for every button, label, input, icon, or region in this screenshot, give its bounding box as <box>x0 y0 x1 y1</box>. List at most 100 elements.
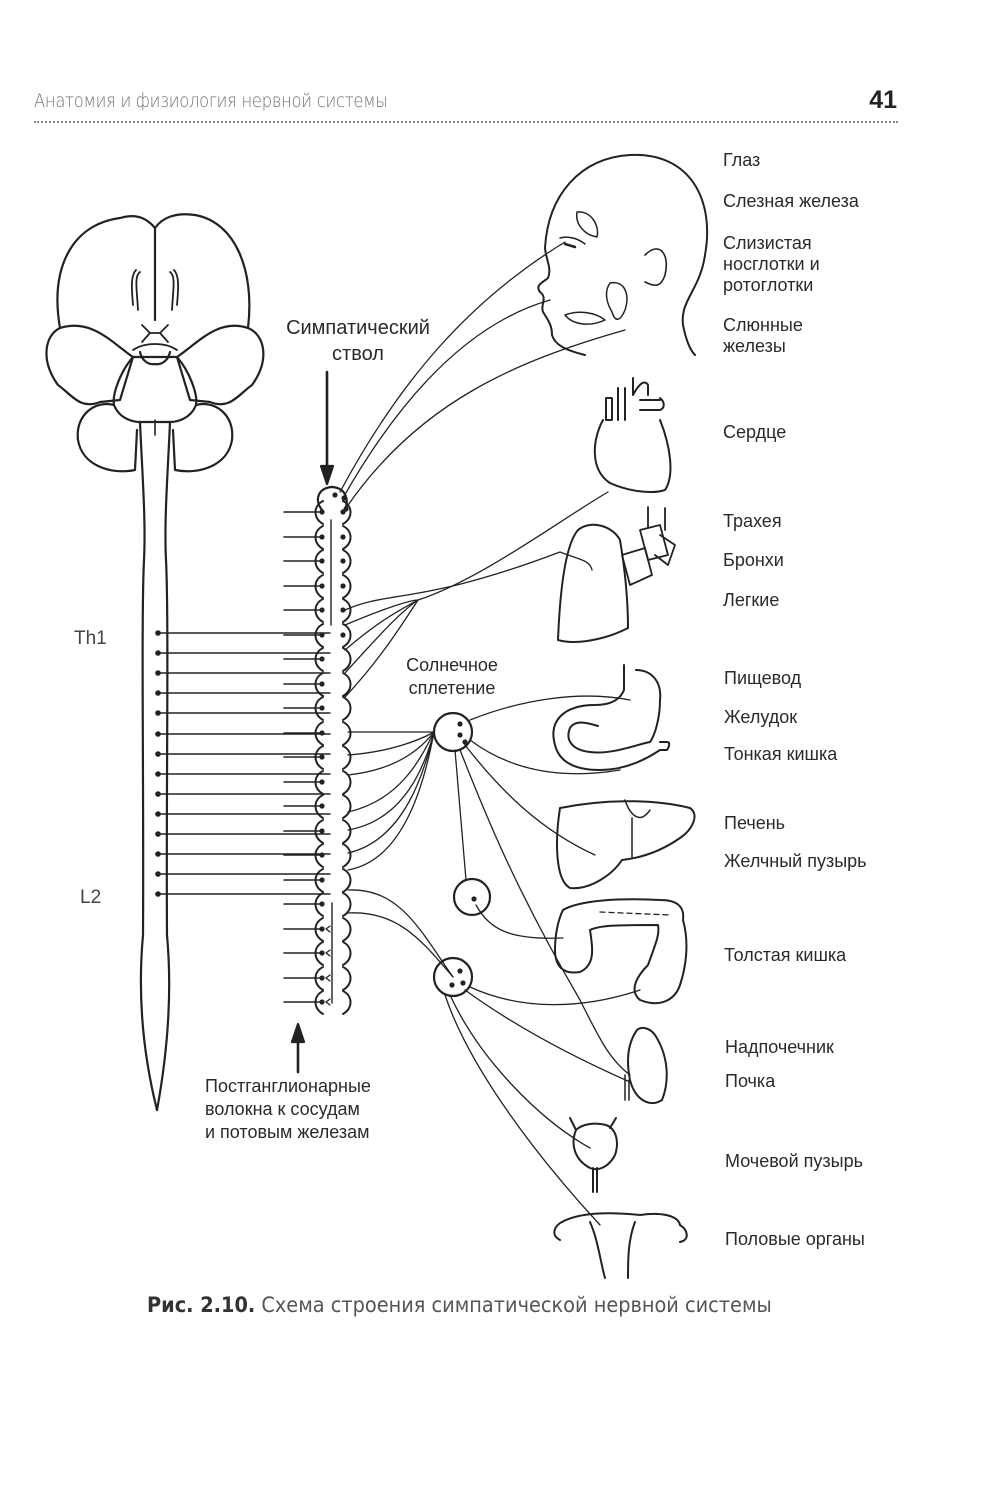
sympathetic-chain <box>283 485 352 1015</box>
ganglion-neuron-dot <box>332 492 338 498</box>
organ-label-bronchi: Бронхи <box>723 550 784 570</box>
organ-label-trachea: Трахея <box>723 511 782 531</box>
sympathetic-trunk-label: Симпатический ствол <box>268 315 448 367</box>
lung <box>557 523 629 643</box>
ganglion-neuron-dot <box>319 803 325 809</box>
ganglion-right-lobe <box>342 868 352 893</box>
ganglion-neuron-dot <box>319 950 325 956</box>
cerebellum-left <box>76 402 139 473</box>
organ-label-salivary-line2: железы <box>723 336 786 356</box>
ganglion-right-lobe <box>342 770 352 795</box>
organ-label-genitals: Половые органы <box>725 1229 865 1249</box>
mesenteric-ganglion-superior <box>452 877 492 917</box>
synapse-fork <box>325 974 331 982</box>
synapse-fork <box>325 949 331 957</box>
ganglion-right-lobe <box>342 696 352 721</box>
ganglion-neuron-dot <box>340 583 346 589</box>
ganglion-neuron-dot <box>319 999 325 1005</box>
figure-caption-prefix: Рис. 2.10. <box>147 1293 256 1317</box>
spinal-level-l2: L2 <box>80 887 102 908</box>
organ-label-gallbladder: Желчный пузырь <box>724 851 867 871</box>
postganglionic-label: Постганглионарные волокна к сосудам и по… <box>205 1075 371 1144</box>
ganglion-neuron-dot <box>319 828 325 834</box>
figure-caption: Рис. 2.10. Схема строения симпатической … <box>147 1293 772 1317</box>
ganglion-right-lobe <box>342 966 352 991</box>
ganglion-right-lobe <box>342 941 352 966</box>
organ-label-salivary: Слюнные железы <box>723 315 803 357</box>
postganglionic-label-line3: и потовым железам <box>205 1122 370 1142</box>
lacrimal-gland <box>576 211 599 238</box>
brain <box>45 213 265 473</box>
cerebrum <box>56 213 251 330</box>
organ-label-adrenal: Надпочечник <box>725 1037 834 1057</box>
ganglion-neuron-dot <box>340 607 346 613</box>
figure-caption-text: Схема строения симпатической нервной сис… <box>261 1293 772 1317</box>
heart <box>593 377 672 493</box>
sympathetic-trunk-label-line1: Симпатический <box>286 317 430 339</box>
ganglion-right-lobe <box>342 917 352 942</box>
organ-label-large-intestine: Толстая кишка <box>724 945 847 965</box>
ganglion-right-lobe <box>342 721 352 746</box>
synapse-fork <box>325 998 331 1006</box>
parotid-gland <box>605 281 628 320</box>
ganglion-right-lobe <box>342 819 352 844</box>
ganglion-neuron-dot <box>319 558 325 564</box>
header-divider <box>34 121 898 125</box>
ganglion-neuron-dot <box>319 877 325 883</box>
organ-label-lacrimal: Слезная железа <box>723 191 859 211</box>
ganglion-right-lobe <box>342 745 352 770</box>
organ-label-mucosa-line2: носглотки и <box>723 254 820 274</box>
postganglionic-arrow <box>290 1022 306 1074</box>
ganglion-neuron-dot <box>319 509 325 515</box>
solar-plexus-label-line2: сплетение <box>408 678 496 698</box>
spinal-level-th1: Th1 <box>74 628 107 649</box>
temporal-lobe-right <box>175 324 265 406</box>
ganglion-right-lobe <box>342 525 352 550</box>
ganglion-neuron-dot <box>340 509 346 515</box>
ganglion-right-lobe <box>342 990 352 1015</box>
cerebellum-right <box>171 402 234 473</box>
ganglion-neuron-dot <box>319 926 325 932</box>
ganglion-neuron-dot <box>319 754 325 760</box>
preganglionic-fibres <box>155 630 331 897</box>
synapse-fork <box>325 925 331 933</box>
ganglion-right-lobe <box>342 598 352 623</box>
optic-chiasm <box>141 324 169 343</box>
ganglion-right-lobe <box>342 843 352 868</box>
large-intestine <box>554 898 688 1005</box>
organ-label-bladder: Мочевой пузырь <box>725 1151 863 1171</box>
kidney <box>624 1026 668 1105</box>
spinal-cord <box>138 420 172 1112</box>
pons <box>112 355 198 424</box>
organ-label-mucosa-line3: ротоглотки <box>723 275 814 295</box>
ganglion-neuron-dot <box>340 558 346 564</box>
ganglion-neuron-dot <box>319 681 325 687</box>
organ-label-kidney: Почка <box>725 1071 776 1091</box>
ganglion-neuron-dot <box>340 632 346 638</box>
bladder <box>569 1117 618 1193</box>
organ-label-heart: Сердце <box>723 422 787 442</box>
ganglion-neuron-dot <box>319 607 325 613</box>
organ-label-stomach: Желудок <box>724 707 798 727</box>
organ-label-eye: Глаз <box>723 150 761 170</box>
solar-plexus-label: Солнечное сплетение <box>396 654 508 700</box>
ear <box>644 248 667 287</box>
postganglionic-fibres-to-organs <box>339 241 641 1226</box>
ganglion-neuron-dot <box>319 779 325 785</box>
head <box>537 153 709 356</box>
organ-label-small-intestine: Тонкая кишка <box>724 744 838 764</box>
ganglion-right-lobe <box>342 672 352 697</box>
temporal-lobe-left <box>45 324 135 406</box>
ganglion-neuron-dot <box>341 495 347 501</box>
running-head: Анатомия и физиология нервной системы <box>34 90 388 112</box>
solar-plexus-ganglion <box>432 711 474 753</box>
stomach <box>552 664 671 771</box>
uterus <box>553 1212 688 1279</box>
ganglion-neuron-dot <box>319 534 325 540</box>
organ-label-mucosa-line1: Слизистая <box>723 233 812 253</box>
mesenteric-ganglion-inferior <box>432 956 474 998</box>
ganglion-right-lobe <box>342 500 352 525</box>
solar-plexus-label-line1: Солнечное <box>406 655 498 675</box>
organ-label-lungs: Легкие <box>723 590 780 610</box>
